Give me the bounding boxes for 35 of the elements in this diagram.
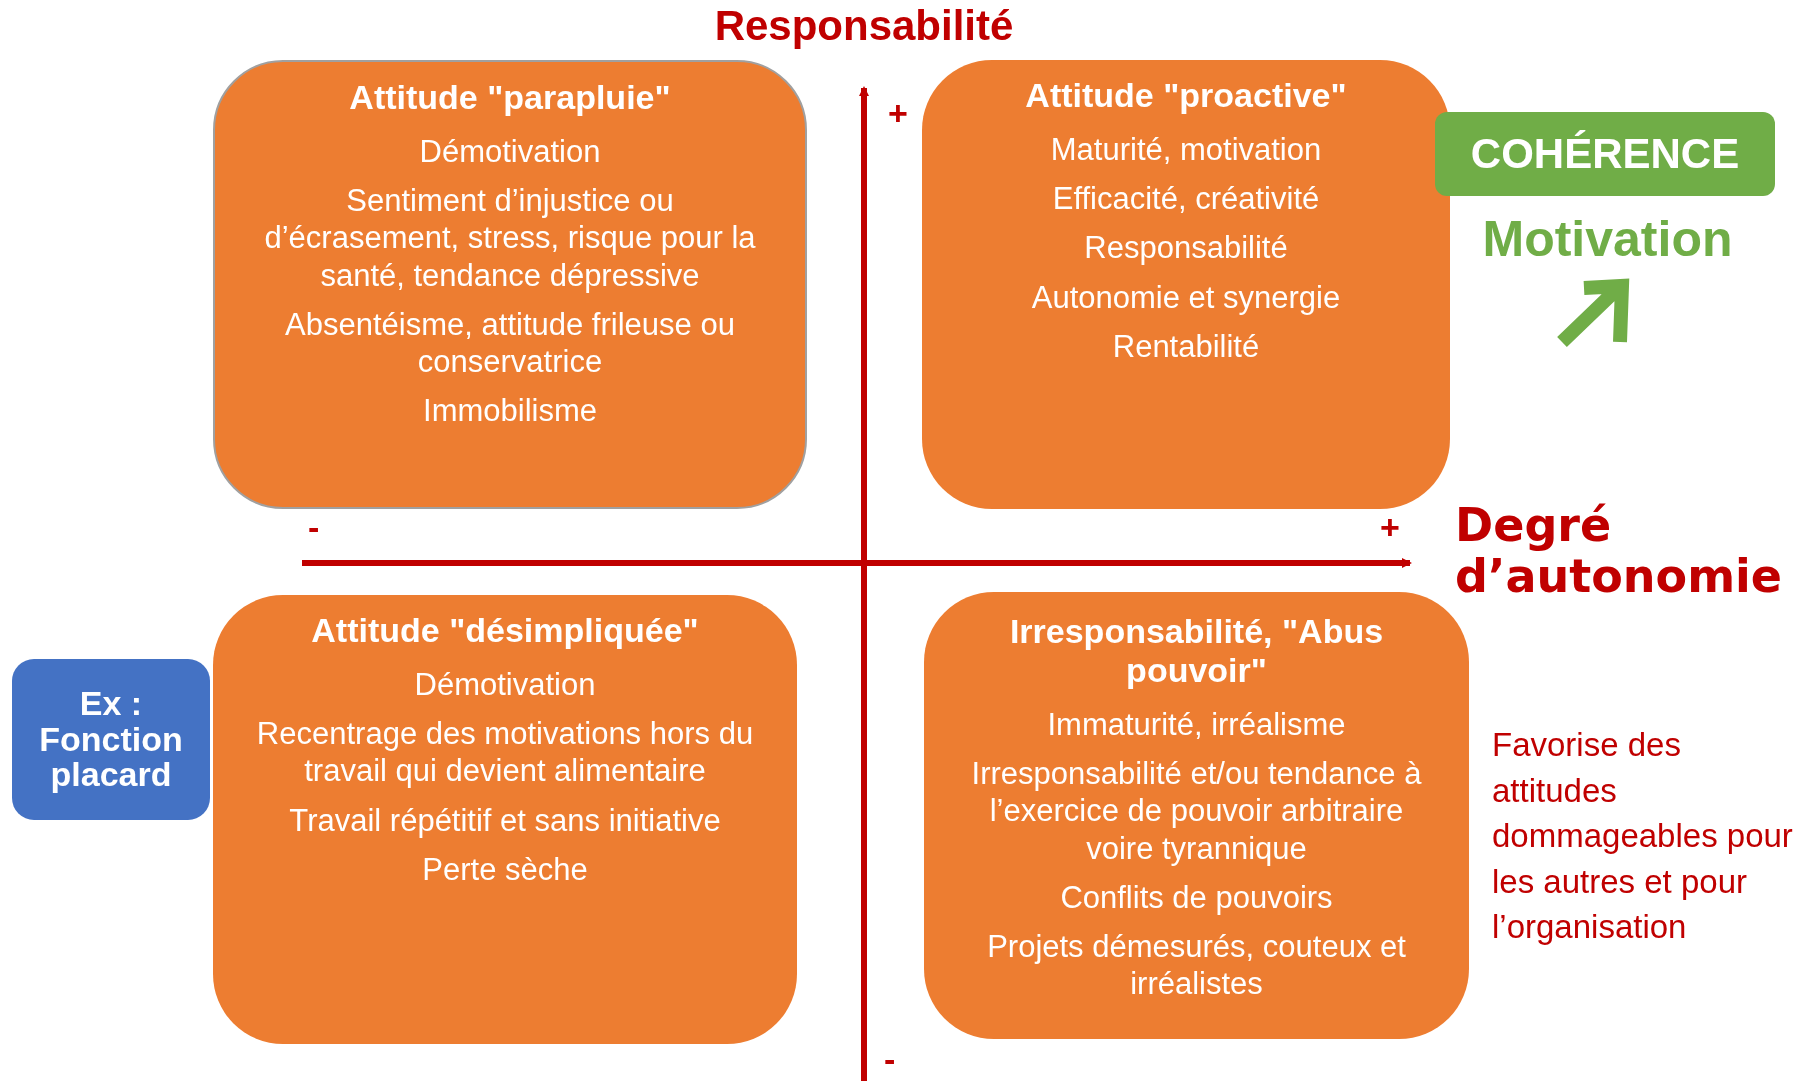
quadrant-item: Maturité, motivation (1050, 131, 1322, 169)
quadrant-item: Absentéisme, attitude frileuse ou conservatrice (284, 305, 736, 381)
quadrant-heading: Attitude "proactive" (1025, 76, 1347, 115)
quadrant-heading: Attitude "parapluie" (349, 78, 671, 117)
quadrant-box (924, 592, 1469, 1039)
quadrant-heading: Attitude "désimpliquée" (311, 611, 699, 650)
plus-sign: + (1380, 508, 1400, 547)
quadrant-heading: Irresponsabilité, "Abus pouvoir" (1008, 612, 1385, 690)
quadrant-item: Travail répétitif et sans initiative (289, 801, 721, 839)
axis-title: Responsabilité (713, 2, 1015, 50)
quadrant-item: Conflits de pouvoirs (1060, 878, 1333, 916)
quadrant-item: Démotivation (414, 666, 596, 704)
example-box: Ex : Fonction placard (12, 659, 210, 820)
quadrant-item: Rentabilité (1112, 327, 1260, 365)
quadrant-box (213, 60, 807, 509)
motivation-label: Motivation (1481, 210, 1734, 268)
quadrant-item: Autonomie et synergie (1031, 278, 1341, 316)
note-text: Favorise des attitudes dommageables pour les autres et pour l’organisation (1492, 725, 1794, 948)
quadrant-item: Démotivation (419, 133, 601, 171)
plus-sign: + (888, 94, 908, 133)
quadrant-box (922, 60, 1450, 509)
minus-sign: - (308, 508, 320, 547)
quadrant-item: Sentiment d’injustice ou d’écrasement, stress, risque pour la santé, tendance dépressive (263, 182, 757, 294)
quadrant-item: Irresponsabilité et/ou tendance à l’exercice de pouvoir arbitraire voire tyrannique (970, 755, 1423, 867)
quadrant-item: Projets démesurés, couteux et irréalistes (986, 927, 1407, 1003)
quadrant-item: Immobilisme (423, 392, 597, 430)
quadrant-item: Recentrage des motivations hors du travail qui devient alimentaire (255, 715, 755, 790)
quadrant-box (213, 595, 797, 1044)
axis-title: Degré d’autonomie (1455, 500, 1784, 602)
minus-sign: - (884, 1040, 896, 1079)
coherence-box: COHÉRENCE (1435, 112, 1775, 196)
quadrant-item: Immaturité, irréalisme (1047, 706, 1346, 744)
quadrant-item: Perte sèche (422, 850, 588, 888)
quadrant-item: Responsabilité (1084, 229, 1288, 267)
quadrant-item: Efficacité, créativité (1052, 180, 1320, 218)
